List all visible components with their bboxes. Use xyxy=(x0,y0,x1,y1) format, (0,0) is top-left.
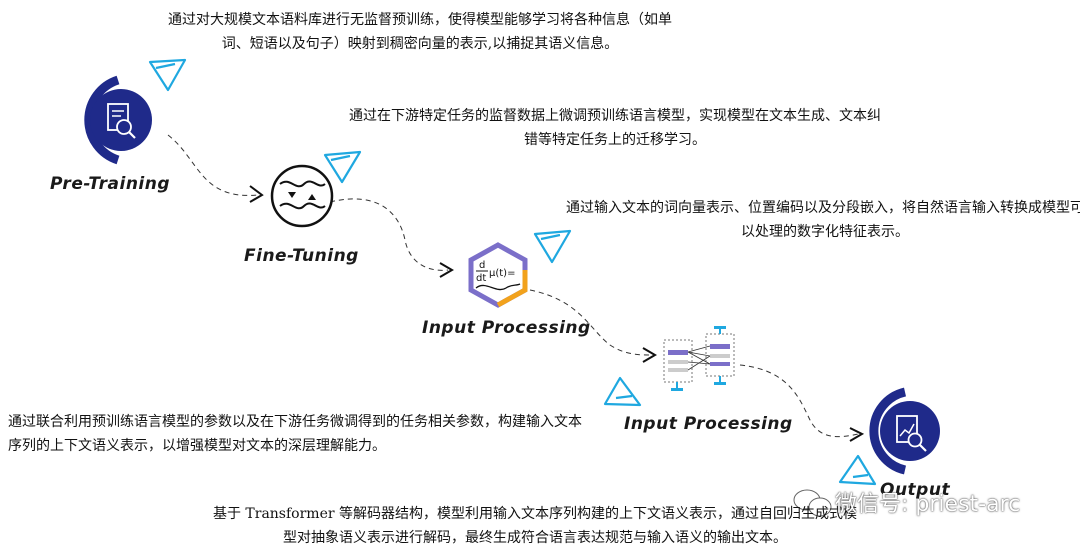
connector-4 xyxy=(739,364,859,438)
pointer-icon xyxy=(533,229,572,264)
network-layers-icon xyxy=(663,326,735,391)
connector-3 xyxy=(529,289,653,356)
connector-2-arrowhead xyxy=(439,262,454,278)
stage-desc-pretraining: 通过对大规模文本语料库进行无监督预训练，使得模型能够学习将各种信息（如单词、短语… xyxy=(168,12,672,52)
stage-label-input-processing-2: Input Processing xyxy=(624,414,793,434)
stage-desc-input-processing-2: 通过联合利用预训练语言模型的参数以及在下游任务微调得到的任务相关参数，构建输入文… xyxy=(8,414,582,454)
stage-label-pretraining: Pre-Training xyxy=(50,174,171,194)
stage-desc-input-processing-1: 通过输入文本的词向量表示、位置编码以及分段嵌入，将自然语言输入转换成模型可以处理… xyxy=(566,200,1080,240)
chart-search-icon xyxy=(869,387,940,475)
pointer-icon xyxy=(838,454,877,486)
pointer-icon xyxy=(603,376,642,407)
derivative-formula-icon: d dt μ(t)= xyxy=(468,242,528,308)
stage-label-finetuning: Fine-Tuning xyxy=(244,246,359,266)
connector-2 xyxy=(329,198,449,271)
pointer-icon xyxy=(148,58,187,92)
stage-label-output: Output xyxy=(880,480,951,500)
stage-desc-output: 基于 Transformer 等解码器结构，模型利用输入文本序列构建的上下文语义… xyxy=(212,506,858,546)
connector-3-arrowhead xyxy=(642,347,657,363)
formula-dt: dt xyxy=(476,273,486,284)
wave-arrows-icon xyxy=(270,164,334,228)
stage-desc-finetuning: 通过在下游特定任务的监督数据上微调预训练语言模型，实现模型在文本生成、文本纠错等… xyxy=(349,108,881,148)
connector-1-arrowhead xyxy=(249,185,264,203)
wechat-icon xyxy=(793,489,832,517)
formula-d: d xyxy=(479,260,485,271)
pointer-icon xyxy=(323,150,362,184)
watermark: 微信号: priest-arc xyxy=(835,492,1021,517)
formula-mu: μ(t)= xyxy=(489,268,515,279)
document-search-icon xyxy=(84,75,152,165)
connector-1 xyxy=(167,134,259,196)
stage-label-input-processing-1: Input Processing xyxy=(422,318,591,338)
connector-4-arrowhead xyxy=(849,427,865,442)
